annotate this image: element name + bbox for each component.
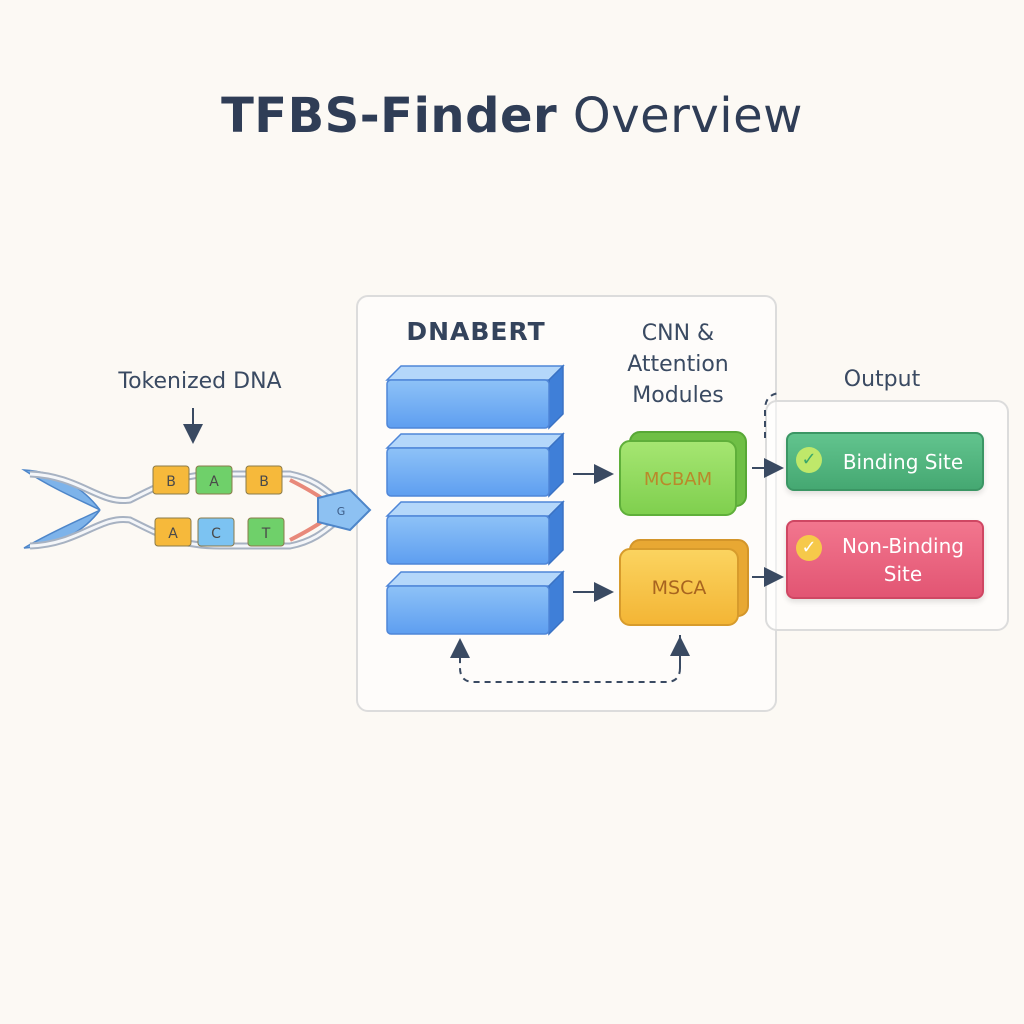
cnn-label-line-1: CNN & [641, 321, 715, 346]
non-binding-check-icon: ✓ [796, 535, 822, 561]
token-label-bottom-2: T [261, 526, 271, 542]
msca-module: MSCA [619, 539, 749, 626]
token-box-bottom-0 [154, 517, 192, 547]
end-token-label: G [337, 505, 346, 518]
dna-arrow-tip [317, 488, 372, 532]
output-label: Output [843, 367, 921, 392]
token-box-top-0 [152, 465, 190, 495]
token-label-bottom-1: C [211, 526, 221, 542]
dnabert-layer-1 [385, 364, 565, 430]
cnn-label-line-2: Attention [627, 352, 729, 377]
token-box-top-1 [195, 465, 233, 495]
dnabert-layer-3 [385, 500, 565, 566]
cnn-attention-label: CNN & Attention Modules [598, 318, 758, 411]
tokens-layer: B A B A C T G [152, 465, 346, 547]
non-binding-site-label: Non-Binding Site [806, 532, 964, 588]
non-binding-line-1: Non-Binding [842, 533, 964, 558]
token-label-top-2: B [259, 474, 269, 490]
token-label-top-1: A [209, 474, 219, 490]
diagram-title: TFBS-Finder Overview [0, 88, 1024, 144]
dnabert-layer-2 [385, 432, 565, 498]
dnabert-label: DNABERT [406, 317, 546, 346]
non-binding-site-box: ✓ Non-Binding Site [786, 520, 984, 599]
binding-site-box: ✓ Binding Site [786, 432, 984, 491]
mcbam-label: MCBAM [644, 469, 712, 490]
cnn-label-line-3: Modules [632, 383, 724, 408]
mcbam-module: MCBAM [619, 431, 747, 516]
dnabert-layer-4 [385, 570, 565, 636]
dnabert-layers [385, 364, 565, 636]
token-label-top-0: B [166, 474, 176, 490]
token-box-top-2 [245, 465, 283, 495]
title-light: Overview [557, 88, 803, 144]
token-box-bottom-2 [247, 517, 285, 547]
msca-label: MSCA [652, 577, 707, 599]
title-bold: TFBS-Finder [221, 88, 558, 144]
token-label-bottom-0: A [168, 526, 178, 542]
feedback-dashed-loop [450, 635, 681, 683]
token-box-bottom-1 [197, 517, 235, 547]
non-binding-line-2: Site [883, 561, 923, 586]
binding-site-label: Binding Site [842, 449, 964, 474]
binding-check-icon: ✓ [796, 447, 822, 473]
output-dashed-connector [764, 392, 781, 438]
tokenized-dna-label: Tokenized DNA [118, 369, 282, 394]
